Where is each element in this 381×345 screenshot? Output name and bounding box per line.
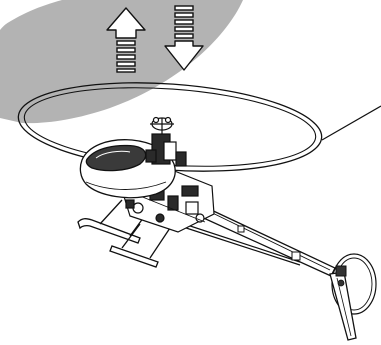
leader-line bbox=[322, 106, 381, 140]
rotor-head bbox=[146, 118, 186, 167]
tail-rotor bbox=[330, 254, 376, 340]
